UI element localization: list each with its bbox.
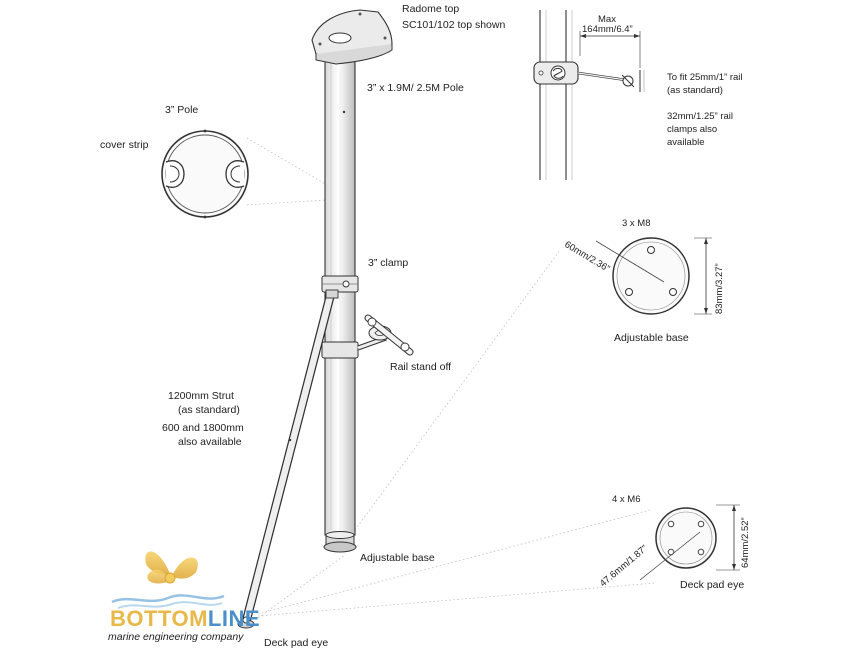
fit-rail-label-line2: (as standard) bbox=[667, 85, 723, 96]
brand-right-text: LINE bbox=[208, 606, 260, 631]
rail-clamps-label-line3: available bbox=[667, 137, 705, 148]
rail-stand-off bbox=[321, 314, 414, 359]
padeye-diameter-label: 47.6mm/1.87” bbox=[598, 543, 650, 589]
strut bbox=[241, 280, 338, 627]
rail-clamps-label-line1: 32mm/1.25” rail bbox=[667, 111, 733, 122]
padeye-height-label: 64mm/2.52” bbox=[740, 517, 751, 568]
adjustable-base-detail bbox=[595, 237, 712, 315]
cover-strip-label: cover strip bbox=[100, 139, 149, 151]
strut-label-line3: 600 and 1800mm bbox=[162, 422, 244, 434]
base-height-label: 83mm/3.27” bbox=[714, 263, 725, 314]
rail-clamp-detail bbox=[533, 10, 645, 180]
strut-deck-pad-eye bbox=[237, 616, 255, 629]
padeye-caption: Deck pad eye bbox=[680, 579, 744, 591]
pole-label: 3” x 1.9M/ 2.5M Pole bbox=[367, 82, 464, 94]
three-inch-pole-label: 3” Pole bbox=[165, 104, 198, 116]
strut-label-line1: 1200mm Strut bbox=[168, 390, 234, 402]
adjustable-base-label: Adjustable base bbox=[360, 552, 435, 564]
radome-top-label: Radome top bbox=[402, 3, 459, 15]
brand-tagline: marine engineering company bbox=[108, 631, 244, 643]
three-inch-clamp bbox=[321, 275, 359, 299]
propeller-icon bbox=[145, 551, 198, 584]
max-value-label: 164mm/6.4” bbox=[582, 24, 633, 35]
bottomline-logo: BOTTOMLINE marine engineering company bbox=[108, 551, 260, 643]
brand-left-text: BOTTOM bbox=[110, 606, 208, 631]
clamp-label: 3” clamp bbox=[368, 257, 408, 269]
radome-top-plate bbox=[311, 9, 393, 65]
rail-stand-off-label: Rail stand off bbox=[390, 361, 451, 373]
rail-clamps-label-line2: clamps also bbox=[667, 124, 717, 135]
max-label: Max bbox=[598, 14, 616, 25]
fit-rail-label-line1: To fit 25mm/1” rail bbox=[667, 72, 743, 83]
deck-pad-eye-label: Deck pad eye bbox=[264, 637, 328, 649]
strut-label-line4: also available bbox=[178, 436, 242, 448]
svg-text:BOTTOMLINE: BOTTOMLINE bbox=[110, 606, 260, 631]
leader-lines bbox=[246, 137, 656, 619]
padeye-bolts-label: 4 x M6 bbox=[612, 494, 641, 505]
radome-top-sub-label: SC101/102 top shown bbox=[402, 19, 505, 31]
deck-pad-eye-detail bbox=[639, 504, 740, 581]
pole-adjustable-base bbox=[323, 531, 357, 553]
pole-cross-section bbox=[161, 129, 249, 219]
base-diameter-label: 60mm/2.36” bbox=[562, 239, 611, 275]
wave-icon bbox=[111, 594, 225, 604]
base-caption: Adjustable base bbox=[614, 332, 689, 344]
strut-label-line2: (as standard) bbox=[178, 404, 240, 416]
base-bolts-label: 3 x M8 bbox=[622, 218, 651, 229]
